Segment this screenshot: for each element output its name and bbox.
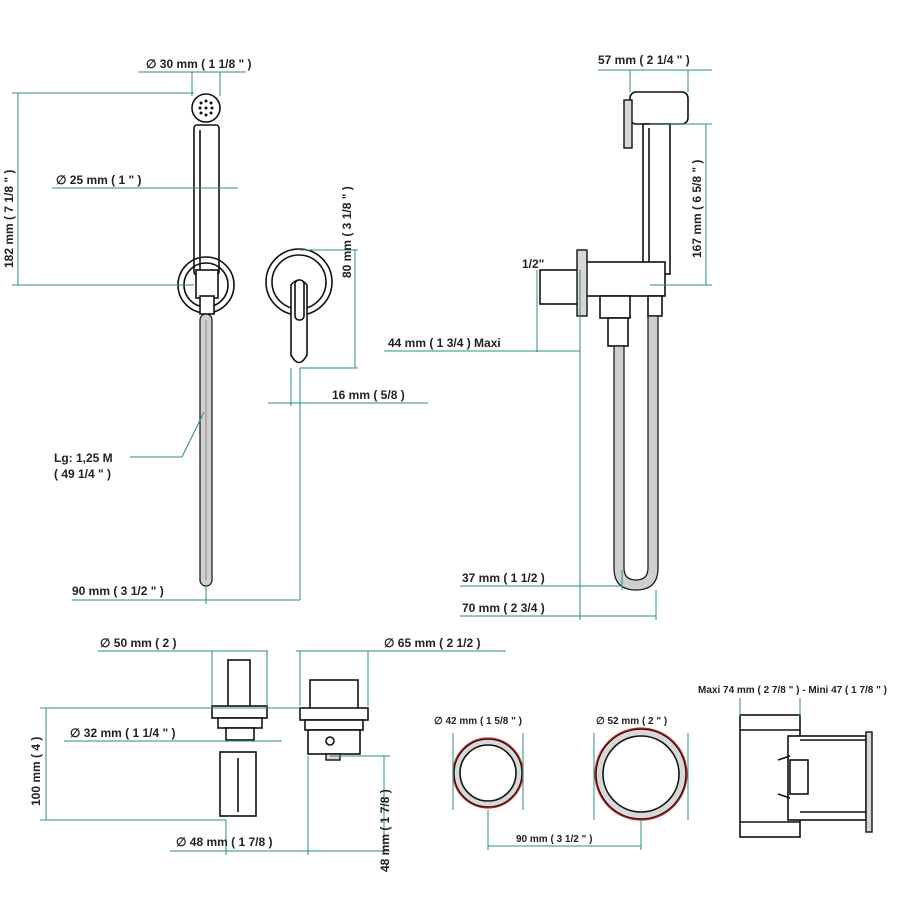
dim-height-100: 100 mm ( 4 ) bbox=[29, 737, 43, 806]
dim-height-182: 182 mm ( 7 1/8 " ) bbox=[2, 170, 16, 268]
dimension-labels: ∅ 30 mm ( 1 1/8 " ) 182 mm ( 7 1/8 " ) ∅… bbox=[2, 53, 887, 872]
dim-height-48: 48 mm ( 1 7/8 ) bbox=[378, 789, 392, 872]
dim-diameter-25: ∅ 25 mm ( 1 " ) bbox=[56, 173, 142, 187]
dim-diameter-65: ∅ 65 mm ( 2 1/2 ) bbox=[384, 636, 481, 650]
dim-width-37: 37 mm ( 1 1/2 ) bbox=[462, 571, 545, 585]
rosette-52 bbox=[594, 727, 688, 821]
dim-width-44-maxi: 44 mm ( 1 3/4 ) Maxi bbox=[388, 336, 501, 350]
dim-width-57: 57 mm ( 2 1/4 " ) bbox=[598, 53, 690, 67]
dim-width-90-left: 90 mm ( 3 1/2 " ) bbox=[72, 584, 164, 598]
cartridge-side-view bbox=[211, 659, 268, 817]
dim-height-167: 167 mm ( 6 5/8 " ) bbox=[690, 160, 704, 258]
hose-length-label: Lg: 1,25 M bbox=[54, 451, 113, 465]
dim-width-90-rosettes: 90 mm ( 3 1/2 " ) bbox=[516, 834, 592, 845]
valve-section-view bbox=[739, 714, 873, 838]
dim-diameter-30: ∅ 30 mm ( 1 1/8 " ) bbox=[146, 57, 252, 71]
thread-size-label: 1/2" bbox=[522, 257, 544, 271]
dim-diameter-42: ∅ 42 mm ( 1 5/8 " ) bbox=[434, 716, 522, 727]
dim-width-70: 70 mm ( 2 3/4 ) bbox=[462, 601, 545, 615]
hose-length-inch-label: ( 49 1/4 " ) bbox=[54, 467, 111, 481]
dimension-lines bbox=[12, 69, 801, 855]
dim-diameter-32: ∅ 32 mm ( 1 1/4 " ) bbox=[70, 726, 176, 740]
dim-diameter-50: ∅ 50 mm ( 2 ) bbox=[100, 636, 176, 650]
dim-width-16: 16 mm ( 5/8 ) bbox=[332, 388, 405, 402]
dim-height-80: 80 mm ( 3 1/8 " ) bbox=[340, 186, 354, 278]
valve-lever-side-view bbox=[265, 248, 333, 364]
dim-maxi-mini: Maxi 74 mm ( 2 7/8 " ) - Mini 47 ( 1 7/8… bbox=[698, 685, 887, 696]
rosette-42 bbox=[452, 737, 524, 809]
hand-spray-front-view bbox=[177, 93, 235, 587]
valve-body-side-view bbox=[299, 679, 369, 761]
dim-diameter-48: ∅ 48 mm ( 1 7/8 ) bbox=[176, 835, 273, 849]
installed-side-view bbox=[539, 91, 689, 591]
dim-diameter-52: ∅ 52 mm ( 2 " ) bbox=[596, 716, 667, 727]
